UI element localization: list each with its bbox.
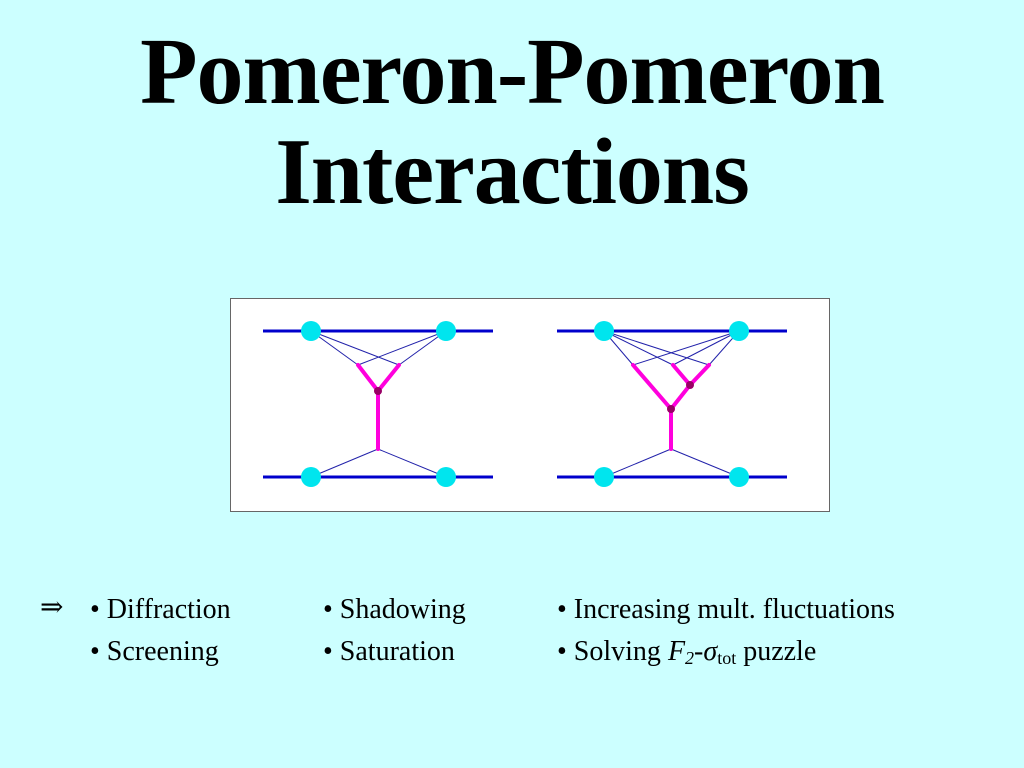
thin-rungs <box>603 330 740 478</box>
bullet-column-2: • Shadowing • Saturation <box>323 590 466 674</box>
upper-triple-pomeron-vertex <box>686 381 694 389</box>
sigma-subscript: tot <box>717 648 737 668</box>
sigma-symbol: σ <box>703 636 718 667</box>
f-symbol: F <box>667 636 686 667</box>
title-line-1: Pomeron-Pomeron <box>140 20 885 124</box>
vertex-dot <box>594 467 614 487</box>
pomeron-diagrams <box>263 321 787 487</box>
diagram-left <box>263 321 493 487</box>
bullet-screening: • Screening <box>90 636 219 667</box>
triple-pomeron-vertex <box>374 387 382 395</box>
dash: - <box>694 636 704 667</box>
bullet-f2-sigma-puzzle: • Solving F2-σtot puzzle <box>557 632 895 674</box>
vertex-dot <box>729 321 749 341</box>
bullet-saturation: • Saturation <box>323 636 455 667</box>
pomeron-lines <box>356 363 401 451</box>
bullet-column-3: • Increasing mult. fluctuations • Solvin… <box>557 590 895 674</box>
vertex-dot <box>436 321 456 341</box>
diagram-right <box>557 321 787 487</box>
feynman-diagram-panel <box>230 298 830 512</box>
vertex-dot <box>729 467 749 487</box>
title-line-2: Interactions <box>275 120 750 224</box>
vertex-dot <box>301 467 321 487</box>
lower-triple-pomeron-vertex <box>667 405 675 413</box>
implies-arrow-icon: ⇒ <box>40 592 64 623</box>
bullet-f2-prefix: • Solving <box>557 636 668 667</box>
vertex-dot <box>301 321 321 341</box>
bullet-f2-suffix: puzzle <box>743 636 817 667</box>
f-subscript: 2 <box>685 648 695 668</box>
vertex-dot <box>594 321 614 341</box>
bullet-shadowing: • Shadowing <box>323 594 466 625</box>
vertex-dot <box>436 467 456 487</box>
bullet-mult-fluctuations: • Increasing mult. fluctuations <box>557 594 895 625</box>
pomeron-lines <box>631 363 711 451</box>
bullet-list: ⇒ • Diffraction • Screening • Shadowing … <box>0 590 1024 680</box>
slide-title: Pomeron-Pomeron Interactions <box>0 22 1024 222</box>
bullet-column-1: • Diffraction • Screening <box>90 590 231 674</box>
bullet-diffraction: • Diffraction <box>90 594 231 625</box>
